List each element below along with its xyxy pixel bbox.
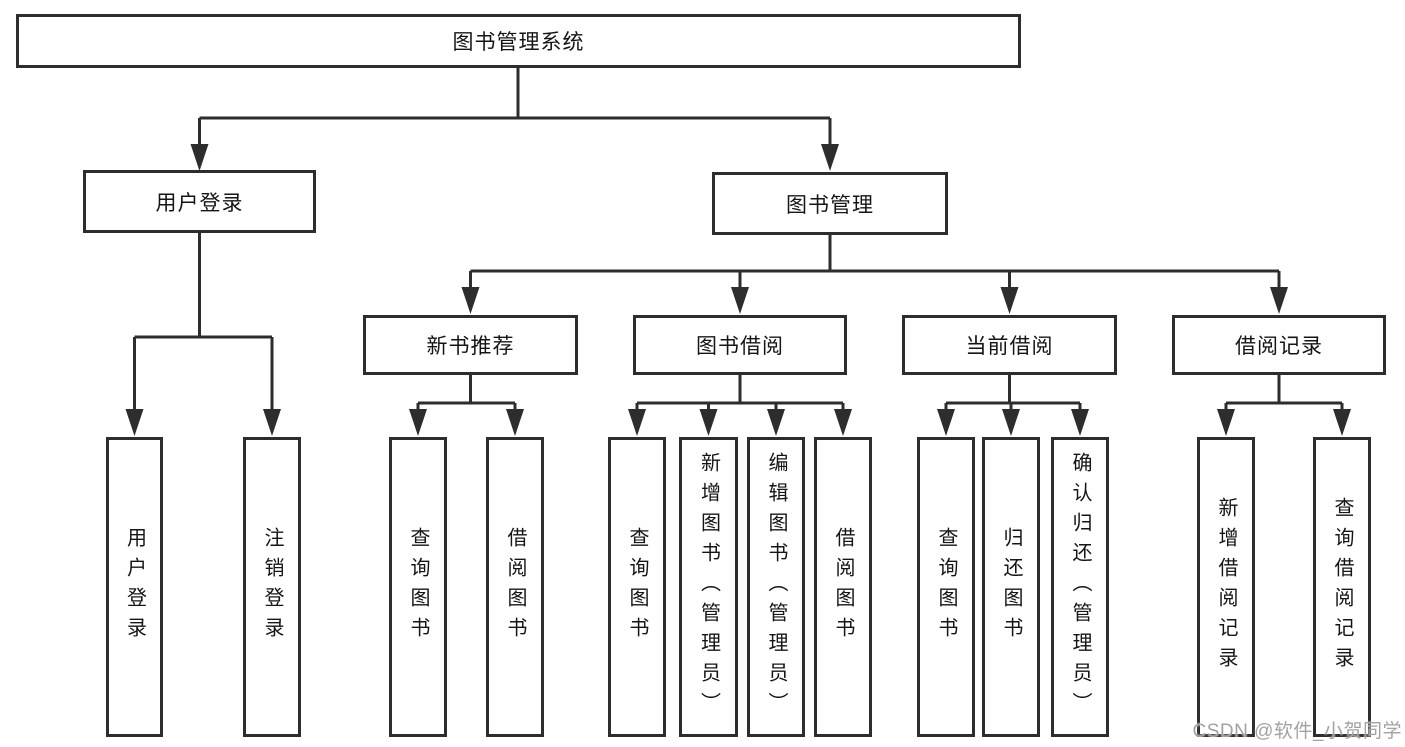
node-leaf-add-borrow-record: 新增借阅记录 (1197, 437, 1255, 737)
node-label: 新书推荐 (426, 335, 515, 358)
node-label: 借阅图书 (832, 527, 854, 647)
node-label: 查询借阅记录 (1331, 497, 1353, 677)
node-label: 图书管理系统 (452, 31, 585, 54)
node-label: 查询图书 (935, 527, 957, 647)
node-leaf-logout: 注销登录 (243, 437, 301, 737)
node-library-system: 图书管理系统 (16, 14, 1021, 68)
node-leaf-query-books-1: 查询图书 (389, 437, 447, 737)
node-current-borrowing: 当前借阅 (902, 315, 1117, 375)
node-leaf-add-books-admin: 新增图书（管理员） (679, 437, 738, 737)
node-leaf-query-books-2: 查询图书 (608, 437, 666, 737)
node-new-book-recommend: 新书推荐 (363, 315, 578, 375)
node-label: 当前借阅 (965, 335, 1054, 358)
node-book-management: 图书管理 (712, 172, 948, 235)
node-label: 新增图书（管理员） (697, 452, 720, 722)
node-label: 借阅图书 (504, 527, 526, 647)
node-label: 查询图书 (626, 527, 648, 647)
node-user-login: 用户登录 (83, 170, 316, 233)
node-label: 确认归还（管理员） (1069, 452, 1091, 722)
node-label: 注销登录 (261, 527, 283, 647)
node-label: 查询图书 (407, 527, 429, 647)
node-leaf-query-borrow-record: 查询借阅记录 (1313, 437, 1371, 737)
node-leaf-query-books-3: 查询图书 (917, 437, 975, 737)
node-label: 图书借阅 (696, 335, 784, 358)
node-leaf-user-login: 用户登录 (106, 437, 163, 737)
node-label: 用户登录 (123, 527, 146, 647)
node-leaf-borrow-books-1: 借阅图书 (486, 437, 544, 737)
node-leaf-borrow-books-2: 借阅图书 (814, 437, 872, 737)
node-label: 借阅记录 (1235, 335, 1323, 358)
node-book-borrowing: 图书借阅 (633, 315, 847, 375)
node-label: 编辑图书（管理员） (765, 452, 787, 722)
node-leaf-return-books: 归还图书 (982, 437, 1040, 737)
node-label: 图书管理 (786, 193, 874, 217)
node-leaf-confirm-return-admin: 确认归还（管理员） (1051, 437, 1109, 737)
arrowheads (125, 144, 1351, 436)
csdn-watermark: CSDN @软件_小贺同学 (1192, 721, 1402, 742)
node-label: 新增借阅记录 (1215, 497, 1237, 677)
node-label: 归还图书 (1000, 527, 1022, 647)
node-label: 用户登录 (155, 191, 244, 215)
node-borrowing-records: 借阅记录 (1172, 315, 1386, 375)
node-leaf-edit-books-admin: 编辑图书（管理员） (747, 437, 805, 737)
